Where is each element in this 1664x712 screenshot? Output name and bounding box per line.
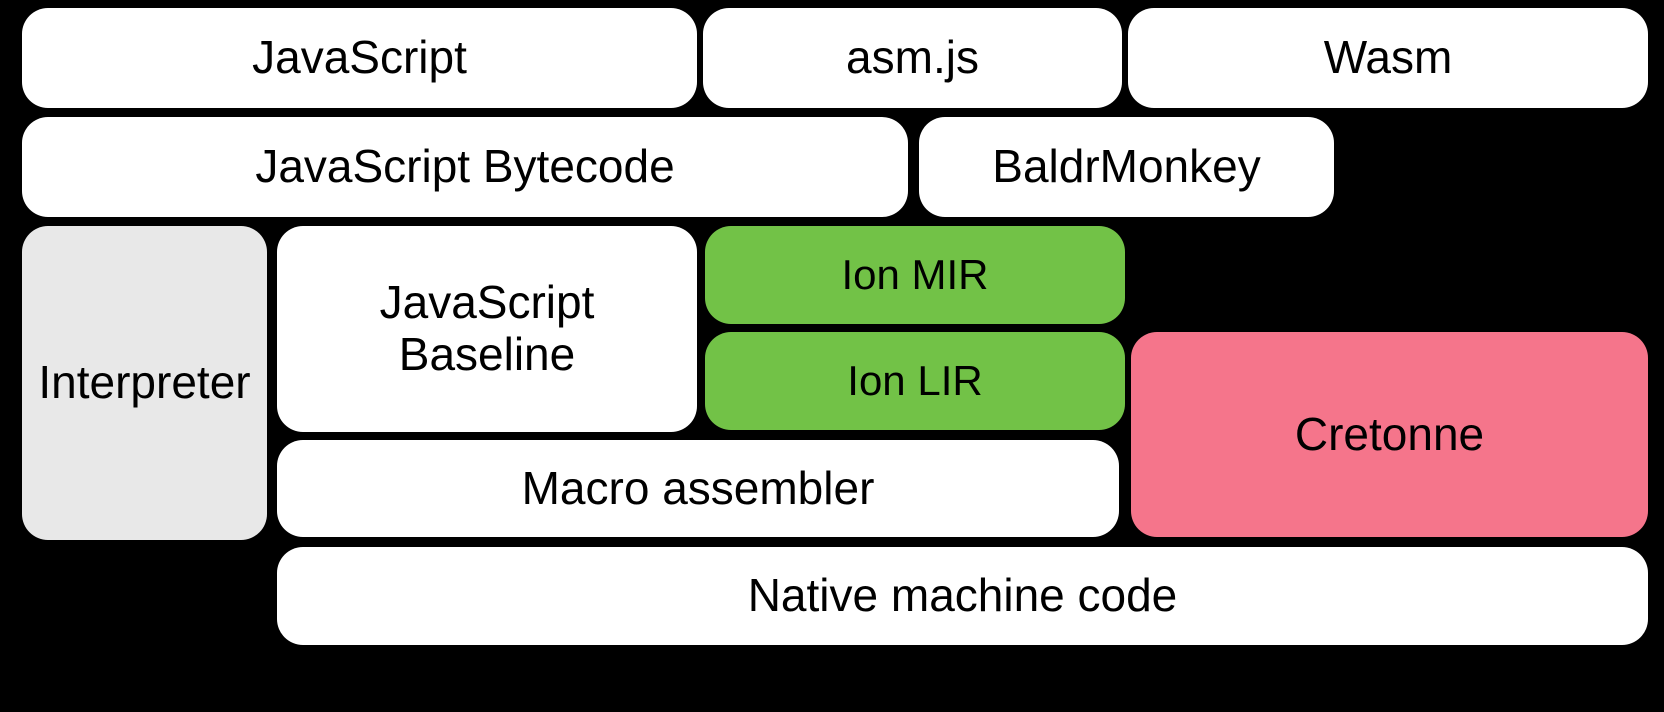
diagram-node-wasm[interactable]: Wasm xyxy=(1128,8,1648,108)
diagram-node-native-machine-code[interactable]: Native machine code xyxy=(277,547,1648,645)
diagram-node-macro-assembler[interactable]: Macro assembler xyxy=(277,440,1119,537)
diagram-node-interpreter[interactable]: Interpreter xyxy=(22,226,267,540)
diagram-node-baldrmonkey[interactable]: BaldrMonkey xyxy=(919,117,1334,217)
diagram-node-javascript-baseline[interactable]: JavaScript Baseline xyxy=(277,226,697,432)
diagram-node-javascript-bytecode[interactable]: JavaScript Bytecode xyxy=(22,117,908,217)
diagram-node-asmjs[interactable]: asm.js xyxy=(703,8,1122,108)
diagram-node-ion-lir[interactable]: Ion LIR xyxy=(705,332,1125,430)
diagram-node-cretonne[interactable]: Cretonne xyxy=(1131,332,1648,537)
diagram-node-javascript[interactable]: JavaScript xyxy=(22,8,697,108)
diagram-node-ion-mir[interactable]: Ion MIR xyxy=(705,226,1125,324)
